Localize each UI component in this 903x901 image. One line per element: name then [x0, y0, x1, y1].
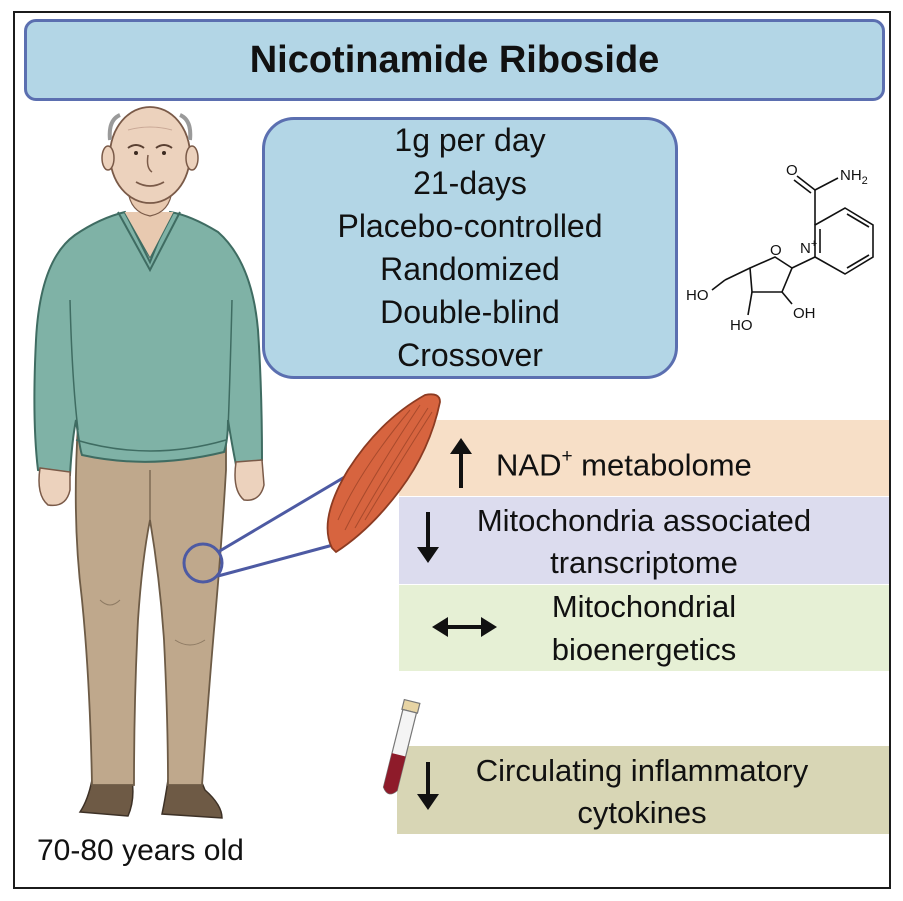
age-label: 70-80 years old [37, 834, 244, 867]
mito-transcriptome-line1: Mitochondria associated [476, 503, 812, 538]
bioenergetics-line1: Mitochondrial [551, 589, 737, 624]
protocol-box: 1g per day 21-days Placebo-controlled Ra… [262, 117, 678, 379]
svg-text:OH: OH [793, 305, 816, 322]
protocol-control: Placebo-controlled [337, 208, 603, 244]
effect-band-cytokines: Circulating inflammatory cytokines [397, 746, 889, 834]
figure-frame [13, 11, 891, 889]
figure-title: Nicotinamide Riboside [249, 38, 660, 81]
mito-transcriptome-line2: transcriptome [550, 545, 738, 580]
cytokines-line2: cytokines [577, 795, 707, 830]
nad-effect-text: NAD+ metabolome [496, 446, 752, 483]
mito-down-arrow-icon [417, 512, 439, 563]
bioenergetics-bidirectional-arrow-icon [432, 617, 497, 637]
svg-text:O: O [770, 242, 782, 259]
protocol-dose: 1g per day [394, 122, 546, 158]
title-box: Nicotinamide Riboside [24, 19, 885, 101]
svg-text:O: O [786, 162, 798, 179]
protocol-design: Crossover [397, 337, 543, 373]
nad-up-arrow-icon [450, 438, 472, 488]
svg-text:HO: HO [730, 317, 753, 334]
svg-text:HO: HO [686, 287, 709, 304]
muscle-zoom-illustration [182, 393, 441, 584]
cytokines-down-arrow-icon [417, 762, 439, 810]
structure-labels: O NH2 N+ O HO HO OH [686, 162, 868, 334]
blood-tube-icon [382, 698, 421, 795]
effect-band-mitochondria-transcriptome: Mitochondria associated transcriptome [399, 497, 889, 584]
bioenergetics-line2: bioenergetics [551, 632, 737, 667]
thigh-zoom-circle [182, 542, 224, 584]
elderly-man-illustration [33, 106, 265, 819]
protocol-randomized: Randomized [380, 251, 560, 287]
effect-band-bioenergetics: Mitochondrial bioenergetics [399, 585, 889, 671]
nicotinamide-riboside-structure [711, 175, 874, 316]
svg-text:NH2: NH2 [840, 167, 868, 187]
protocol-blinding: Double-blind [380, 294, 560, 330]
muscle-icon [326, 393, 441, 554]
effect-band-nad: NAD+ metabolome [399, 420, 889, 496]
protocol-duration: 21-days [413, 165, 527, 201]
cytokines-line1: Circulating inflammatory [475, 753, 809, 788]
